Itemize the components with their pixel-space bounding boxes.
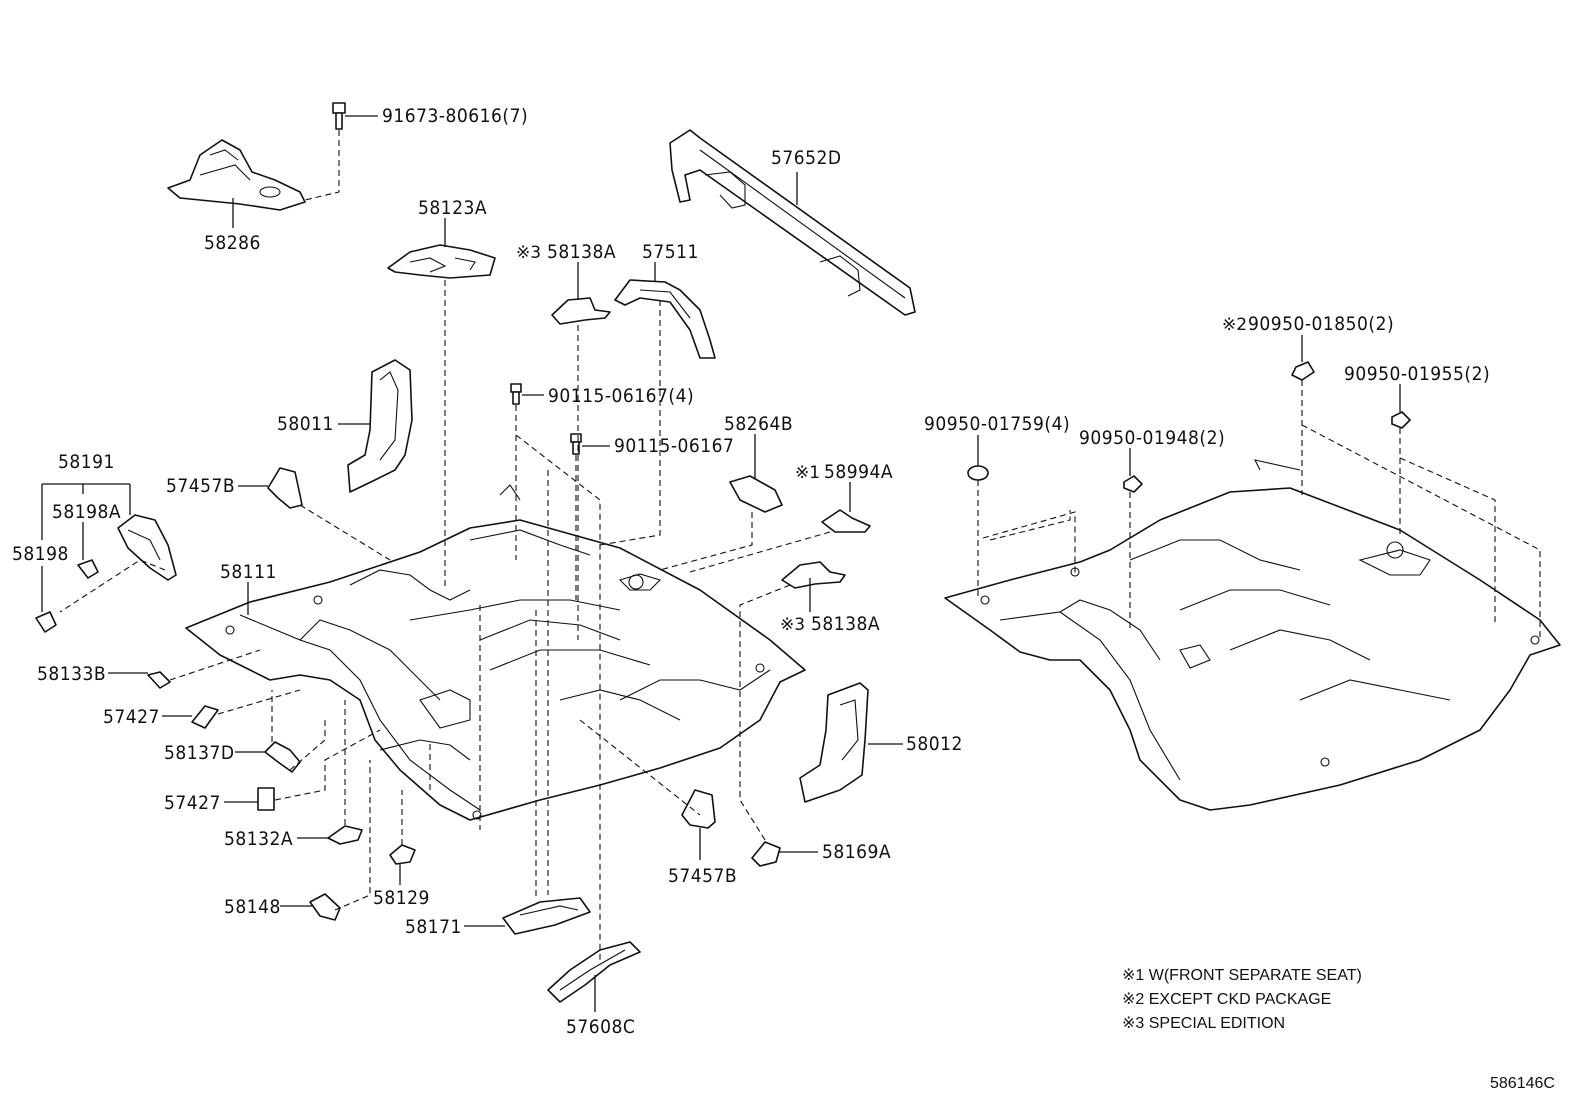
- label-57608C: 57608C: [566, 1016, 635, 1038]
- label-58198: 58198: [12, 543, 69, 565]
- label-58137D: 58137D: [164, 742, 235, 764]
- label-58123A: 58123A: [418, 197, 487, 219]
- nut-90950-01850: [1291, 361, 1315, 381]
- pad-57427-a: [191, 705, 219, 729]
- label-58198A: 58198A: [52, 501, 121, 523]
- bracket-58129: [389, 844, 416, 865]
- bracket-58137D: [264, 741, 301, 773]
- marker-1: ※1: [795, 463, 820, 483]
- assembly-lines: [59, 130, 1541, 960]
- bracket-58132A: [327, 825, 363, 845]
- label-90950-01948: 90950-01948(2): [1079, 427, 1225, 449]
- bracket-58138A-top: [551, 297, 611, 325]
- label-91673-80616: 91673-80616(7): [382, 105, 528, 127]
- member-57608C: [547, 941, 641, 1003]
- label-58148: 58148: [224, 896, 281, 918]
- label-58286: 58286: [204, 232, 261, 254]
- label-58012: 58012: [906, 733, 963, 755]
- bracket-58169A: [751, 841, 781, 867]
- clip-58198: [35, 611, 57, 633]
- label-58138A-right: 58138A: [811, 613, 880, 635]
- label-90950-01850: 90950-01850(2): [1248, 313, 1394, 335]
- label-90115-06167-4: 90115-06167(4): [548, 385, 694, 407]
- marker-2: ※2: [1222, 315, 1247, 335]
- cross-member-57652D: [669, 129, 916, 316]
- bracket-58148: [309, 893, 341, 921]
- label-57427-b: 57427: [164, 792, 221, 814]
- label-58264B: 58264B: [724, 413, 793, 435]
- floor-pan-alt-view: [944, 459, 1561, 811]
- bolt-90115-b: [570, 433, 582, 455]
- label-58169A: 58169A: [822, 841, 891, 863]
- marker-3-right: ※3: [780, 615, 805, 635]
- pad-57427-b: [257, 787, 275, 811]
- bracket-58191: [117, 514, 177, 581]
- plate-58123A: [387, 244, 496, 279]
- label-58129: 58129: [373, 887, 430, 909]
- bracket-57511: [614, 279, 716, 359]
- label-57427-a: 57427: [103, 706, 160, 728]
- label-90950-01955: 90950-01955(2): [1344, 363, 1490, 385]
- label-57511: 57511: [642, 241, 699, 263]
- label-58133B: 58133B: [37, 663, 106, 685]
- bolt-91673: [332, 102, 346, 130]
- note-1: ※1 W(FRONT SEPARATE SEAT): [1122, 967, 1362, 984]
- label-58011: 58011: [277, 413, 334, 435]
- label-58132A: 58132A: [224, 828, 293, 850]
- floor-pan-main: [185, 484, 806, 821]
- bracket-58138A-right: [781, 561, 846, 589]
- nut-90950-01759: [967, 465, 989, 481]
- label-57652D: 57652D: [771, 147, 842, 169]
- label-58111: 58111: [220, 561, 277, 583]
- label-57457B-left: 57457B: [166, 475, 235, 497]
- label-90115-06167: 90115-06167: [614, 435, 734, 457]
- clip-58198A: [77, 559, 99, 579]
- note-2: ※2 EXCEPT CKD PACKAGE: [1122, 991, 1331, 1008]
- label-90950-01759: 90950-01759(4): [924, 413, 1070, 435]
- panel-58012: [799, 682, 869, 803]
- clip-58133B: [147, 671, 171, 689]
- leader-lines: [41, 115, 1401, 1012]
- plate-58171: [502, 897, 591, 935]
- label-57457B-bottom: 57457B: [668, 865, 737, 887]
- marker-3-top: ※3: [516, 243, 541, 263]
- note-3: ※3 SPECIAL EDITION: [1122, 1015, 1285, 1032]
- plate-58264B: [729, 475, 783, 513]
- bolt-90115-a: [510, 383, 522, 405]
- label-58191: 58191: [58, 451, 115, 473]
- panel-58011: [347, 359, 413, 493]
- bracket-57457B-bottom: [681, 789, 716, 829]
- label-58138A-top: 58138A: [547, 241, 616, 263]
- label-58994A: 58994A: [824, 461, 893, 483]
- bracket-58994A: [821, 509, 871, 533]
- label-58171: 58171: [405, 916, 462, 938]
- nut-90950-01955: [1391, 411, 1411, 429]
- bracket-57457B-left: [267, 467, 303, 509]
- boot-58286: [167, 139, 306, 211]
- notes-legend: ※1 W(FRONT SEPARATE SEAT) ※2 EXCEPT CKD …: [1122, 967, 1362, 1032]
- diagram-reference-code: 586146C: [1490, 1075, 1555, 1092]
- nut-90950-01948: [1123, 475, 1143, 493]
